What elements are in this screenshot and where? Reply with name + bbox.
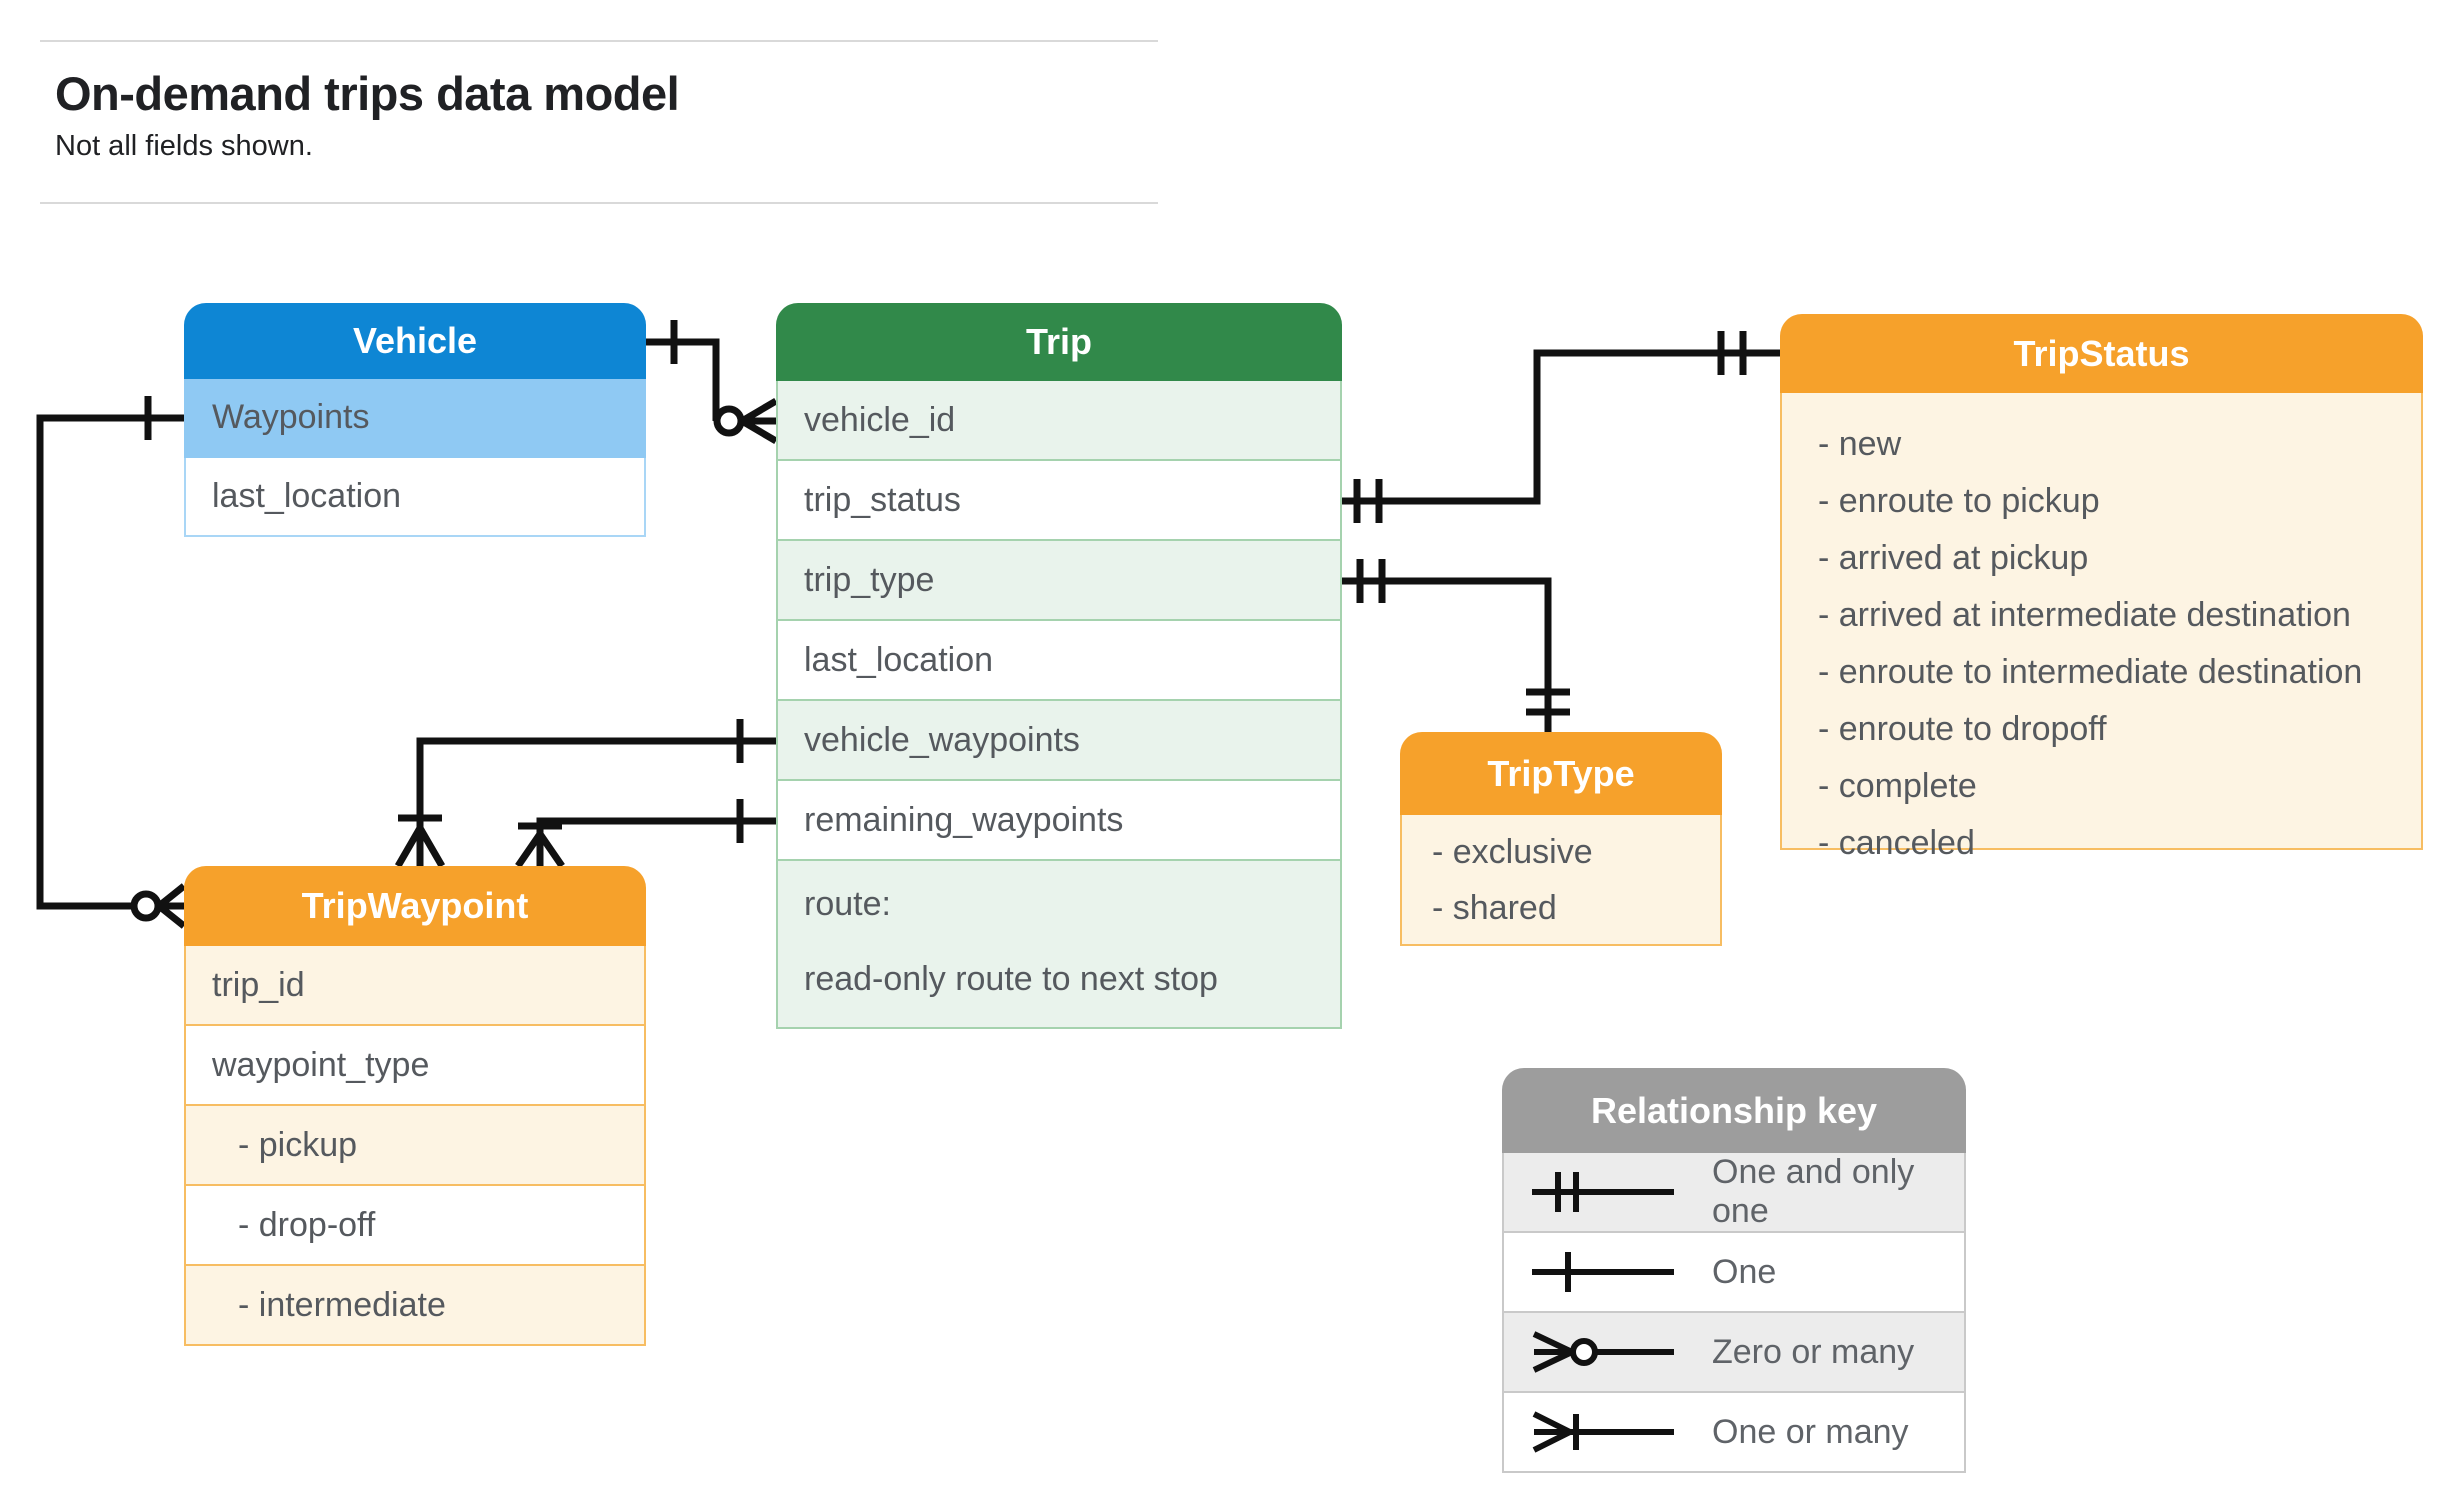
tripwaypoint-value-drop-off: - drop-off bbox=[184, 1186, 646, 1266]
bottom-divider bbox=[40, 202, 1158, 204]
one-icon bbox=[1532, 1252, 1674, 1292]
tripwaypoint-field-waypoint-type: waypoint_type bbox=[184, 1026, 646, 1106]
entity-tripwaypoint-header: TripWaypoint bbox=[184, 866, 646, 946]
connector-vehicle-trip bbox=[646, 320, 778, 445]
connector-trip-vehicle-waypoints-tripwaypoint bbox=[394, 719, 776, 868]
entity-tripstatus: TripStatus - new - enroute to pickup - a… bbox=[1780, 314, 2423, 862]
type-item: - exclusive bbox=[1432, 833, 1593, 871]
relationship-key: Relationship key One and only one One Ze… bbox=[1502, 1068, 1966, 1473]
connector-trip-remaining-waypoints-tripwaypoint bbox=[515, 799, 776, 868]
field-label: - pickup bbox=[238, 1125, 358, 1164]
entity-triptype-title: TripType bbox=[1487, 752, 1635, 794]
entity-tripwaypoint: TripWaypoint trip_id waypoint_type - pic… bbox=[184, 866, 646, 1346]
entity-vehicle-header: Vehicle bbox=[184, 303, 646, 379]
field-label: vehicle_waypoints bbox=[804, 720, 1080, 759]
key-row-one-or-many: One or many bbox=[1502, 1393, 1966, 1473]
key-label: Zero or many bbox=[1712, 1332, 1915, 1371]
zero-or-many-icon bbox=[1532, 1331, 1674, 1373]
field-label: trip_status bbox=[804, 480, 961, 519]
entity-vehicle-title: Vehicle bbox=[352, 320, 478, 361]
trip-field-last-location: last_location bbox=[776, 621, 1342, 701]
entity-tripstatus-title: TripStatus bbox=[2013, 332, 2190, 374]
one-and-only-one-icon bbox=[1532, 1172, 1674, 1212]
entity-tripstatus-header: TripStatus bbox=[1780, 314, 2423, 393]
top-divider bbox=[40, 40, 1158, 42]
type-item: - shared bbox=[1432, 889, 1557, 927]
entity-trip-title: Trip bbox=[1025, 321, 1092, 362]
status-item: - enroute to intermediate destination bbox=[1818, 653, 2363, 691]
trip-field-route: route: read-only route to next stop bbox=[776, 861, 1342, 1029]
trip-field-remaining-waypoints: remaining_waypoints bbox=[776, 781, 1342, 861]
field-label: trip_id bbox=[212, 965, 305, 1004]
entity-triptype: TripType - exclusive - shared bbox=[1400, 732, 1722, 946]
field-label: waypoint_type bbox=[212, 1045, 430, 1084]
relationship-key-title: Relationship key bbox=[1590, 1089, 1878, 1131]
entity-tripstatus-body: - new - enroute to pickup - arrived at p… bbox=[1780, 393, 2423, 862]
connector-trip-tripstatus bbox=[1342, 331, 1780, 523]
field-label: - drop-off bbox=[238, 1205, 376, 1244]
tripwaypoint-value-pickup: - pickup bbox=[184, 1106, 646, 1186]
trip-field-trip-status: trip_status bbox=[776, 461, 1342, 541]
entity-triptype-body: - exclusive - shared bbox=[1400, 815, 1722, 946]
page-subtitle: Not all fields shown. bbox=[55, 130, 313, 162]
status-item: - enroute to dropoff bbox=[1818, 710, 2107, 748]
trip-field-vehicle-id: vehicle_id bbox=[776, 381, 1342, 461]
entity-trip: Trip vehicle_id trip_status trip_type la… bbox=[776, 303, 1342, 1029]
entity-tripwaypoint-title: TripWaypoint bbox=[301, 885, 529, 926]
connector-trip-triptype bbox=[1342, 559, 1570, 732]
key-label: One or many bbox=[1712, 1412, 1909, 1451]
field-label: vehicle_id bbox=[804, 400, 956, 439]
one-or-many-icon bbox=[1532, 1411, 1674, 1453]
connector-vehicle-waypoints-tripwaypoint bbox=[36, 396, 187, 929]
key-row-zero-or-many: Zero or many bbox=[1502, 1313, 1966, 1393]
field-label: trip_type bbox=[804, 560, 935, 599]
field-label: route: bbox=[804, 885, 891, 923]
vehicle-field-last-location: last_location bbox=[184, 458, 646, 537]
key-row-one: One bbox=[1502, 1233, 1966, 1313]
entity-vehicle: Vehicle Waypoints last_location bbox=[184, 303, 646, 537]
relationship-key-header: Relationship key bbox=[1502, 1068, 1966, 1153]
key-label: One bbox=[1712, 1252, 1777, 1291]
page-title: On-demand trips data model bbox=[55, 67, 680, 120]
key-row-one-and-only-one: One and only one bbox=[1502, 1153, 1966, 1233]
status-item: - arrived at intermediate destination bbox=[1818, 596, 2351, 634]
entity-triptype-header: TripType bbox=[1400, 732, 1722, 815]
field-label: Waypoints bbox=[212, 398, 370, 436]
trip-field-vehicle-waypoints: vehicle_waypoints bbox=[776, 701, 1342, 781]
entity-trip-header: Trip bbox=[776, 303, 1342, 381]
key-label: One and only one bbox=[1712, 1153, 1915, 1230]
field-label: last_location bbox=[212, 477, 402, 515]
trip-field-trip-type: trip_type bbox=[776, 541, 1342, 621]
tripwaypoint-field-trip-id: trip_id bbox=[184, 946, 646, 1026]
vehicle-field-waypoints: Waypoints bbox=[184, 379, 646, 458]
status-item: - canceled bbox=[1818, 824, 1975, 862]
tripwaypoint-value-intermediate: - intermediate bbox=[184, 1266, 646, 1346]
field-label: last_location bbox=[804, 640, 994, 679]
field-label: remaining_waypoints bbox=[804, 800, 1124, 839]
status-item: - arrived at pickup bbox=[1818, 539, 2089, 577]
status-item: - complete bbox=[1818, 767, 1977, 805]
field-sublabel: read-only route to next stop bbox=[804, 960, 1218, 998]
status-item: - new bbox=[1818, 425, 1902, 463]
field-label: - intermediate bbox=[238, 1285, 446, 1324]
status-item: - enroute to pickup bbox=[1818, 482, 2100, 520]
